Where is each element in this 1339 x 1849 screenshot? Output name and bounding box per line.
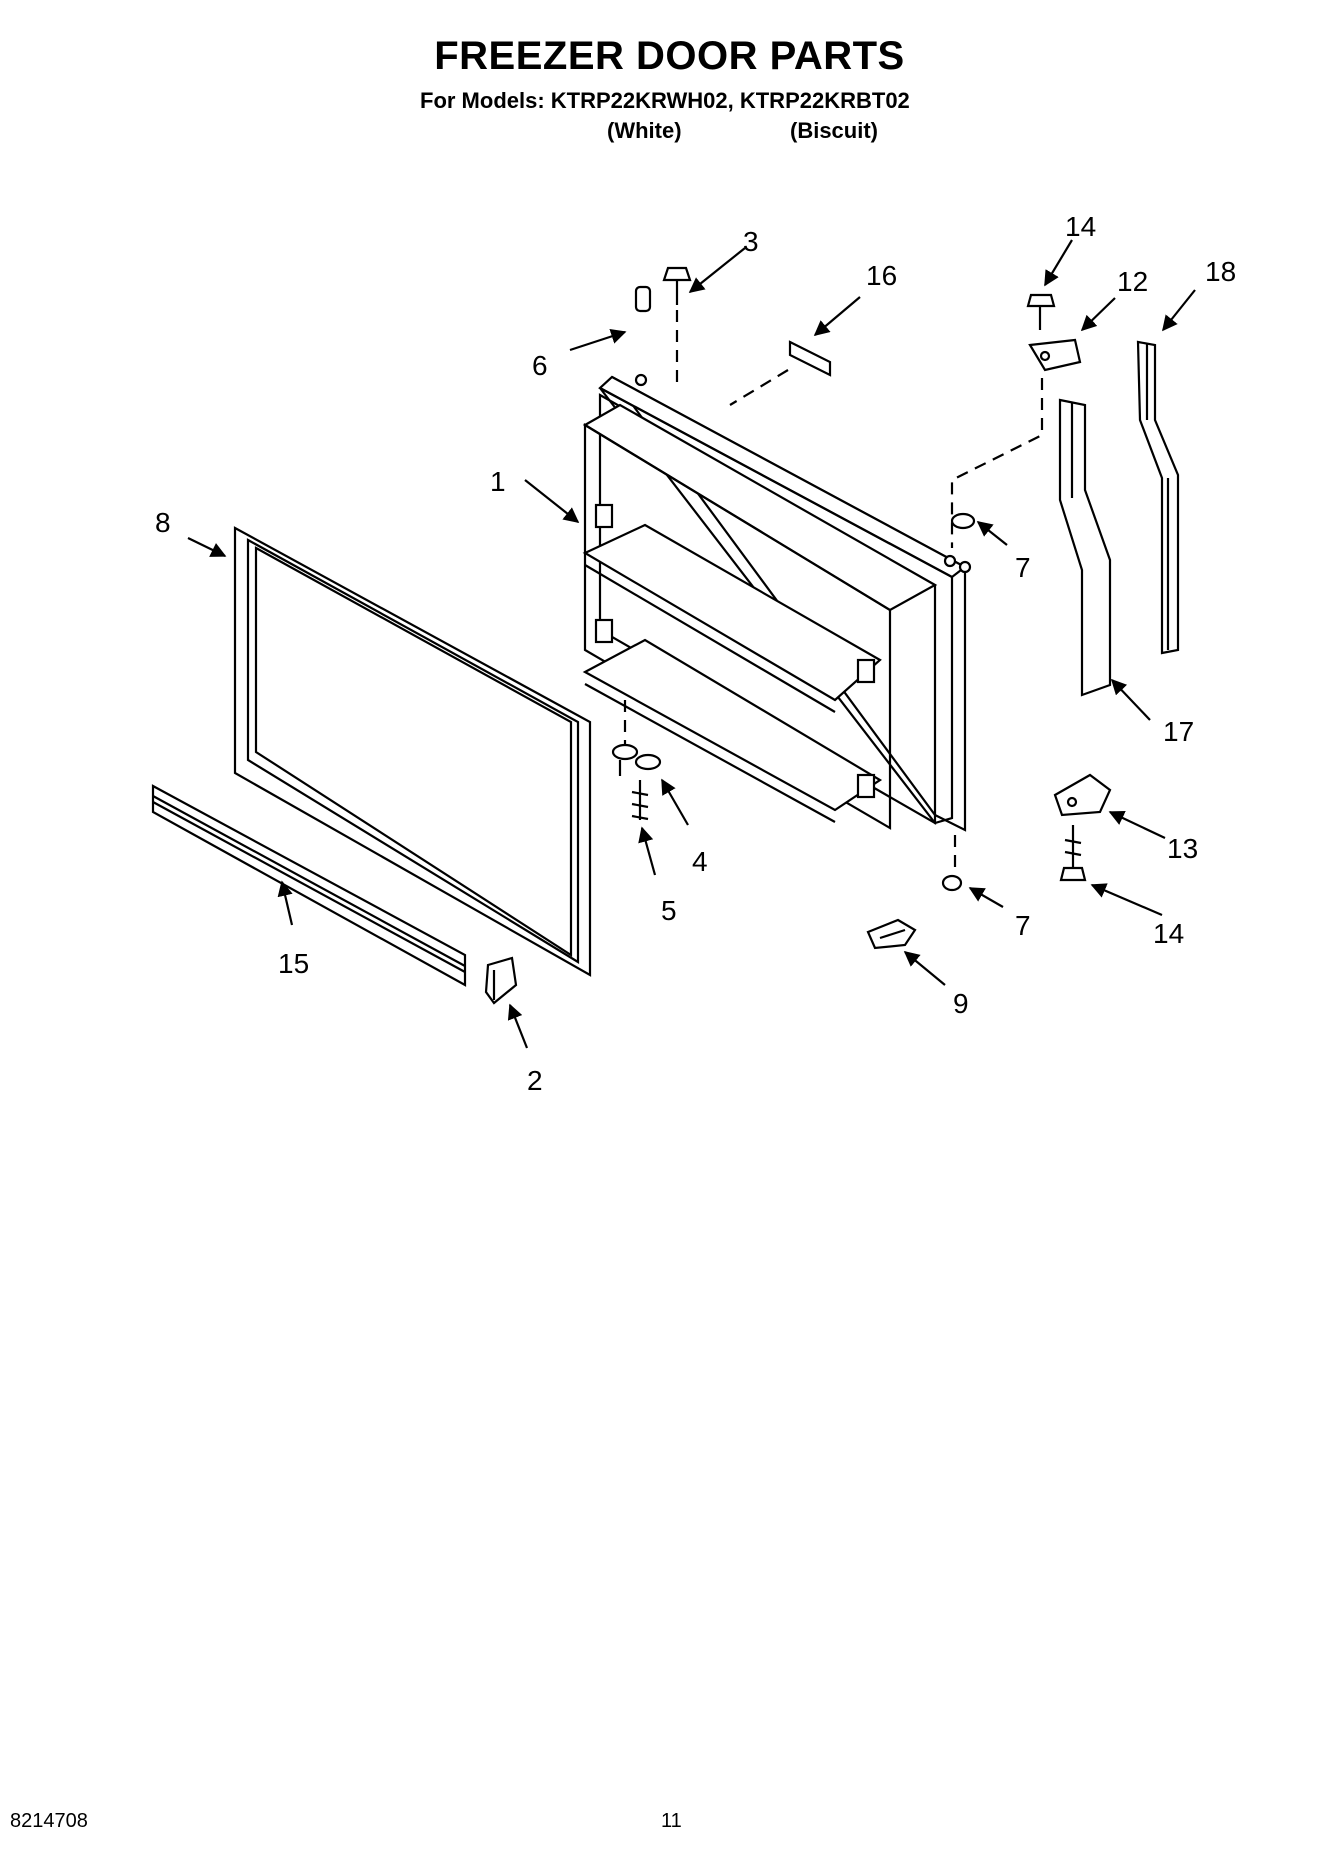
callout-14-upper: 14 xyxy=(1065,211,1096,242)
upper-hinge xyxy=(1028,338,1082,372)
page-title: FREEZER DOOR PARTS xyxy=(434,34,905,78)
lower-hinge-screw-14 xyxy=(1059,825,1087,882)
callout-2: 2 xyxy=(527,1065,543,1096)
callout-12: 12 xyxy=(1117,266,1148,297)
door-clip xyxy=(484,956,518,1005)
doc-number: 8214708 xyxy=(10,1810,88,1832)
door-gasket xyxy=(233,526,592,977)
callout-3: 3 xyxy=(743,226,759,257)
callout-17: 17 xyxy=(1163,716,1194,747)
handle-trim-18 xyxy=(1136,340,1180,655)
callout-16: 16 xyxy=(866,260,897,291)
door-handle-17 xyxy=(1058,398,1112,697)
door-plug-7-lower xyxy=(941,874,963,892)
door-liner xyxy=(582,373,972,832)
trim-strip xyxy=(151,784,467,987)
models-line: For Models: KTRP22KRWH02, KTRP22KRBT02 xyxy=(420,88,910,113)
callout-7-lower: 7 xyxy=(1015,910,1031,941)
page-number: 11 xyxy=(661,1810,682,1832)
callout-9: 9 xyxy=(953,988,969,1019)
callout-18: 18 xyxy=(1205,256,1236,287)
variant-biscuit: (Biscuit) xyxy=(790,118,878,143)
callout-5: 5 xyxy=(661,895,677,926)
door-plug-6 xyxy=(634,285,652,313)
lower-hinge-13 xyxy=(1053,773,1112,817)
upper-hinge-screw xyxy=(1026,293,1056,330)
lower-hinge-screw xyxy=(631,780,649,821)
variant-white: (White) xyxy=(607,118,682,143)
door-plug-7-upper xyxy=(950,512,976,530)
callout-15: 15 xyxy=(278,948,309,979)
callout-6: 6 xyxy=(532,350,548,381)
bracket-9 xyxy=(866,918,917,950)
callout-14-lower: 14 xyxy=(1153,918,1184,949)
callout-8: 8 xyxy=(155,507,171,538)
callout-4: 4 xyxy=(692,846,708,877)
leader-arrows xyxy=(187,239,1196,1049)
door-screw-3 xyxy=(662,266,692,305)
callout-1: 1 xyxy=(490,466,506,497)
lower-hinge-plate xyxy=(611,743,662,776)
door-label xyxy=(788,340,832,377)
callout-7-upper: 7 xyxy=(1015,552,1031,583)
callout-13: 13 xyxy=(1167,833,1198,864)
